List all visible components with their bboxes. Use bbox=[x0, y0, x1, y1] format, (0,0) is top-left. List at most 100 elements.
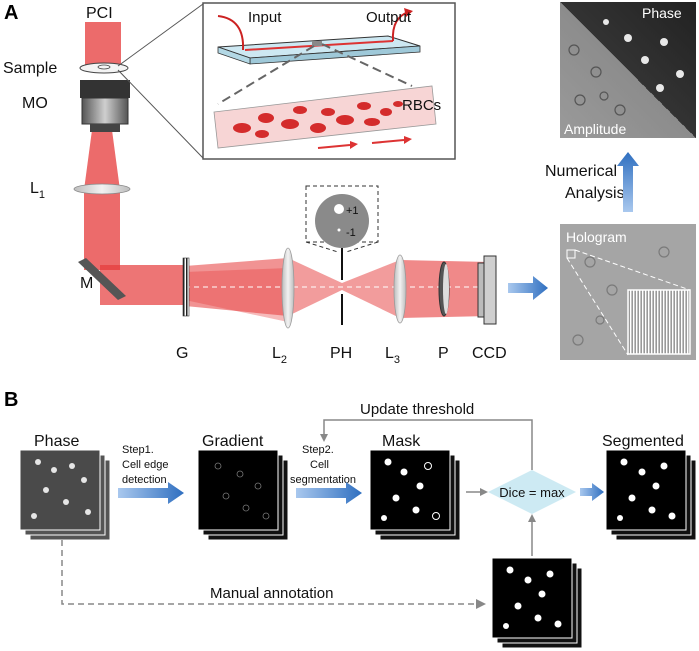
rbc-cell bbox=[364, 118, 380, 126]
hologram-zoom-line-1 bbox=[574, 249, 691, 291]
flow-arrow-1 bbox=[317, 144, 351, 149]
rbc-cell bbox=[255, 130, 269, 138]
cell-dot bbox=[534, 614, 542, 622]
flow-arrowhead-1 bbox=[350, 141, 358, 149]
mask-stack-label: Mask bbox=[382, 433, 421, 450]
ccd-body bbox=[483, 255, 497, 325]
cell-dot bbox=[392, 494, 400, 502]
update-threshold-loop bbox=[323, 419, 533, 470]
numerical-label-2: Analysis bbox=[565, 185, 625, 202]
cell-ring bbox=[599, 91, 609, 101]
chip-side bbox=[217, 46, 251, 65]
stack-front bbox=[197, 449, 279, 531]
beam-order-1 bbox=[185, 268, 288, 322]
cell-dot bbox=[51, 467, 57, 473]
order-minus-spot bbox=[337, 228, 341, 232]
objective-top bbox=[80, 80, 130, 98]
mo-label: MO bbox=[22, 95, 48, 112]
cell-dot bbox=[652, 482, 660, 490]
cell-dot bbox=[412, 506, 420, 514]
hologram-cells bbox=[572, 246, 670, 346]
cell-dot bbox=[641, 56, 649, 64]
rbc-cell bbox=[321, 108, 335, 116]
rbc-cell bbox=[233, 123, 251, 133]
segmented-cells bbox=[617, 458, 676, 521]
cell-ring bbox=[254, 482, 262, 490]
pinhole-inset-line-right bbox=[345, 241, 379, 253]
step2-label-3: segmentation bbox=[290, 474, 356, 486]
gradient-cells bbox=[214, 462, 270, 520]
panel-a-label: A bbox=[4, 2, 18, 24]
cell-dot bbox=[628, 494, 636, 502]
pci-label: PCI bbox=[86, 5, 113, 22]
cell-ring bbox=[236, 470, 244, 478]
beam-order-0 bbox=[185, 258, 288, 316]
step2-label-1: Step2. bbox=[302, 444, 334, 456]
cell-dot bbox=[85, 509, 91, 515]
mask-stack bbox=[369, 449, 461, 541]
cell-ring bbox=[584, 256, 596, 268]
output-arrowhead bbox=[404, 8, 413, 17]
gt-stack bbox=[491, 557, 583, 649]
lens-l3 bbox=[393, 254, 407, 324]
cell-dot bbox=[656, 84, 664, 92]
phase-amplitude-image bbox=[560, 2, 696, 138]
ccd-sensor bbox=[477, 262, 485, 318]
arrow-dice-to-segmented bbox=[580, 483, 604, 501]
cell-dot bbox=[668, 512, 676, 520]
inset-output-label: Output bbox=[366, 9, 412, 26]
l2-sub: 2 bbox=[281, 354, 287, 366]
ccd-label: CCD bbox=[472, 345, 507, 362]
rbc-label: RBCs bbox=[402, 97, 441, 114]
arrow-gt-to-dice-head bbox=[528, 514, 536, 522]
gradient-stack bbox=[197, 449, 289, 541]
panel-b-label: B bbox=[4, 389, 18, 411]
phase-image-label: Phase bbox=[642, 5, 682, 21]
flow-arrow-2 bbox=[371, 139, 405, 144]
hologram-label: Hologram bbox=[566, 229, 627, 245]
rbc-cell bbox=[380, 108, 392, 116]
rbc-cell bbox=[258, 113, 274, 123]
cell-dot bbox=[503, 623, 509, 629]
pinhole-disk bbox=[315, 194, 369, 248]
cell-dot bbox=[416, 482, 424, 490]
update-threshold-label: Update threshold bbox=[360, 401, 474, 418]
arrow-hologram-to-phase bbox=[617, 152, 639, 212]
amplitude-cells bbox=[568, 44, 626, 116]
step2-label-2: Cell bbox=[310, 459, 329, 471]
rbc-cell bbox=[336, 115, 354, 125]
cell-ring bbox=[242, 504, 250, 512]
beam-vertical bbox=[84, 190, 120, 270]
gt-cells bbox=[503, 566, 562, 629]
beam-below-objective bbox=[84, 130, 120, 190]
l1-sub: 1 bbox=[39, 189, 45, 201]
sample-slide bbox=[79, 62, 129, 74]
inset-zoom-line-bottom bbox=[117, 69, 204, 159]
order-plus-label: +1 bbox=[346, 205, 359, 217]
order-minus-label: -1 bbox=[346, 227, 356, 239]
cell-dot bbox=[400, 468, 408, 476]
cell-ring bbox=[424, 462, 432, 470]
cell-dot bbox=[603, 19, 609, 25]
cell-dot bbox=[524, 576, 532, 584]
chip-roi bbox=[312, 41, 322, 46]
rbc-cell bbox=[393, 101, 403, 107]
inset-input-label: Input bbox=[248, 9, 282, 26]
l2-main: L bbox=[272, 345, 281, 362]
cell-dot bbox=[381, 515, 387, 521]
update-threshold-head bbox=[320, 434, 328, 442]
cell-dot bbox=[31, 513, 37, 519]
l3-sub: 3 bbox=[394, 354, 400, 366]
flow-arrowhead-2 bbox=[404, 136, 412, 144]
amplitude-image-label: Amplitude bbox=[564, 121, 626, 137]
lens-l1 bbox=[73, 183, 131, 195]
cell-ring bbox=[568, 44, 580, 56]
segmented-stack-label: Segmented bbox=[602, 433, 684, 450]
cell-dot bbox=[660, 38, 668, 46]
cell-ring bbox=[590, 66, 602, 78]
cell-dot bbox=[546, 570, 554, 578]
polarizer-face bbox=[443, 264, 449, 314]
pinhole-label: PH bbox=[330, 345, 352, 362]
phase-stack bbox=[19, 449, 111, 541]
